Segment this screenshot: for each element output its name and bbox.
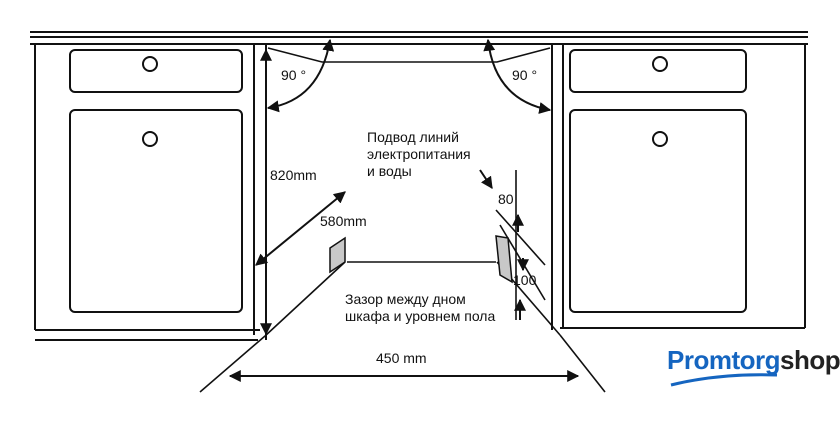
supply-note: Подвод линий электропитания и воды bbox=[367, 129, 471, 180]
left-angle-label: 90 ° bbox=[281, 67, 307, 83]
promtorgshop-logo: Promtorgshop bbox=[667, 345, 840, 387]
left-cabinet bbox=[34, 44, 267, 341]
supply-note-line: и воды bbox=[367, 163, 412, 179]
right-leg-plate bbox=[495, 235, 513, 284]
supply-note-line: Подвод линий bbox=[367, 129, 459, 145]
left-door-swing-arrow bbox=[266, 38, 335, 113]
dim-80-label: 80 bbox=[498, 191, 514, 207]
depth-label: 580mm bbox=[320, 213, 367, 229]
logo-swoosh-icon bbox=[670, 373, 778, 387]
gap-note: Зазор между дном шкафа и уровнем пола bbox=[345, 291, 495, 325]
countertop bbox=[30, 31, 808, 45]
gap-note-line: Зазор между дном bbox=[345, 291, 466, 307]
dim-100-label: 100 bbox=[513, 272, 537, 288]
gap-note-line: шкафа и уровнем пола bbox=[345, 308, 496, 324]
niche-outline bbox=[199, 47, 606, 393]
left-leg-plate bbox=[329, 236, 346, 274]
right-angle-label: 90 ° bbox=[512, 67, 538, 83]
supply-note-line: электропитания bbox=[367, 146, 471, 162]
right-door-swing-arrow bbox=[483, 38, 552, 114]
logo-part-brand: Promtorg bbox=[667, 345, 781, 375]
height-label: 820mm bbox=[270, 167, 317, 183]
supply-pointer-arrow bbox=[479, 169, 493, 189]
logo-part-shop: shop bbox=[780, 345, 840, 375]
width-label: 450 mm bbox=[376, 350, 427, 366]
depth-dimension-arrow bbox=[255, 191, 346, 266]
right-cabinet bbox=[551, 44, 806, 330]
